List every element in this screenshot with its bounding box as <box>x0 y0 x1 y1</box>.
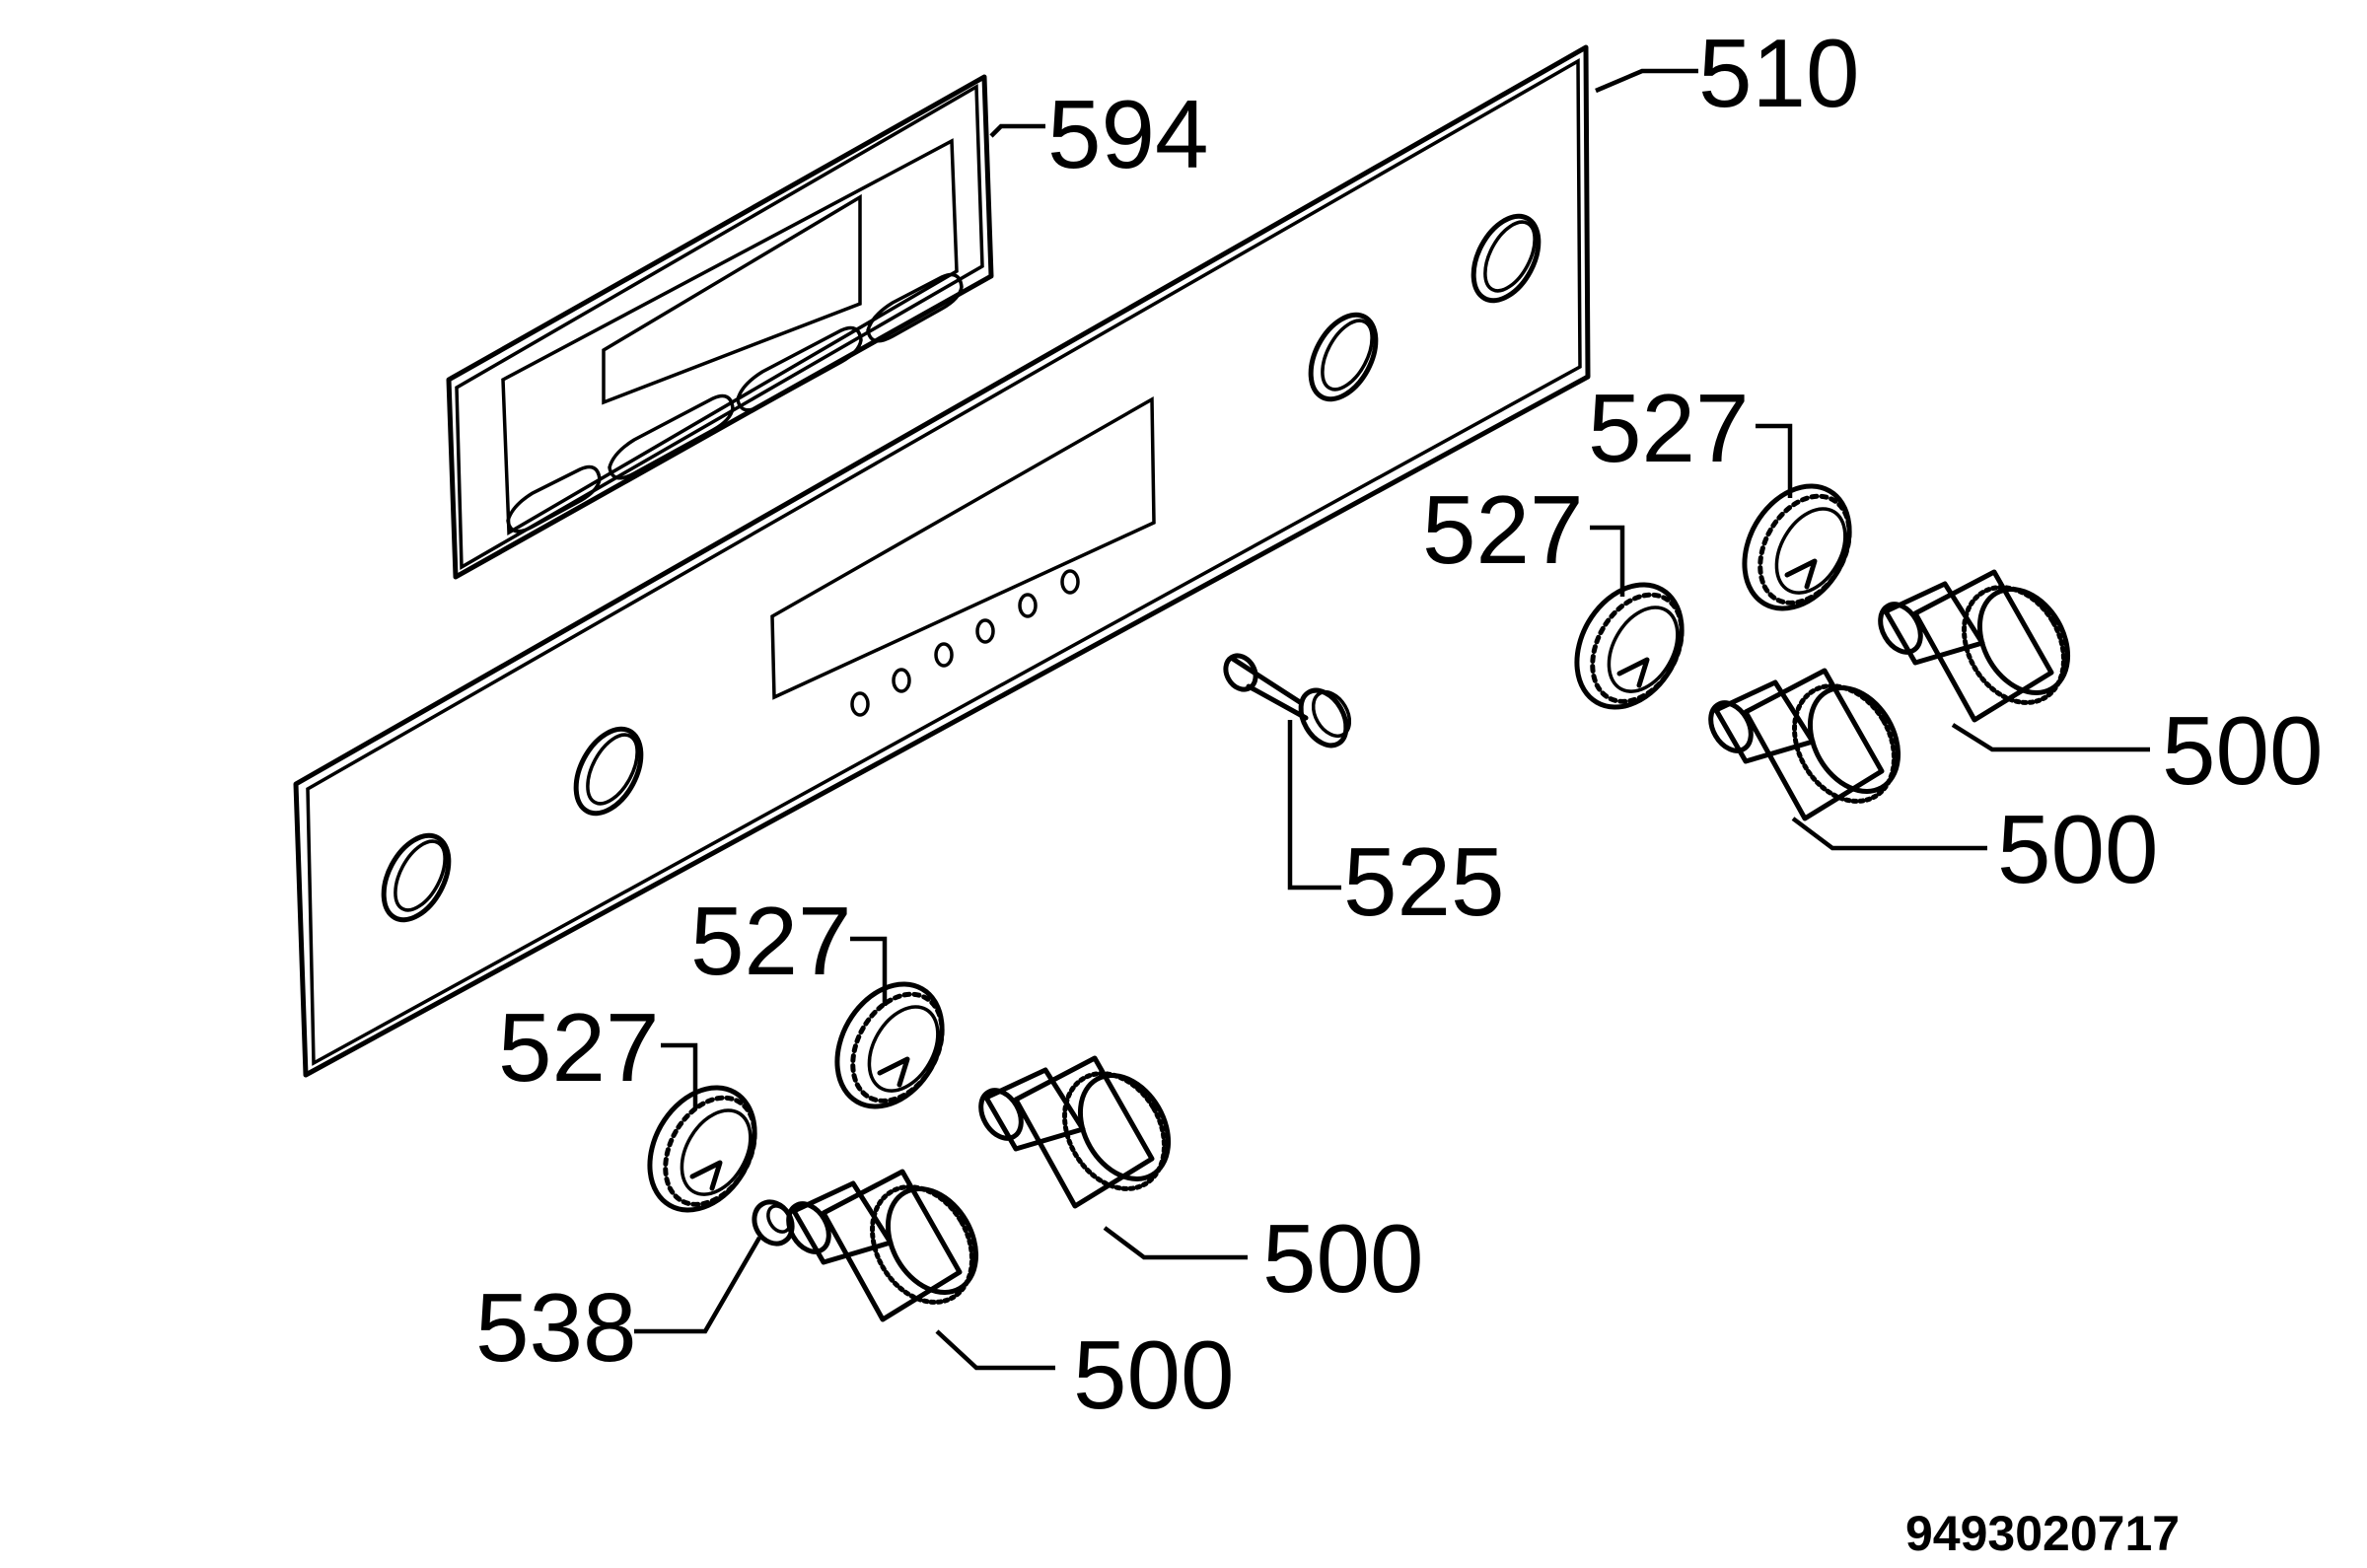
knob-hole <box>381 832 452 923</box>
control-knob-500 <box>1878 569 2071 723</box>
label-525: 525 <box>1343 827 1505 936</box>
spacer-538 <box>752 1199 795 1247</box>
knob-hole <box>1470 213 1542 304</box>
part-labels: 510 594 527 527 525 527 527 538 500 500 … <box>475 19 2324 1561</box>
knob-ring-527 <box>647 1085 757 1213</box>
knob-ring-527 <box>834 981 945 1109</box>
label-500: 500 <box>1262 1204 1424 1313</box>
label-500: 500 <box>1997 795 2159 903</box>
control-panel-510 <box>293 44 1591 1078</box>
leader-lines <box>634 68 2150 1371</box>
label-527: 527 <box>690 887 852 995</box>
knob-hole <box>573 726 644 817</box>
control-knob-500 <box>978 1055 1172 1209</box>
control-knob-500 <box>1708 668 1901 821</box>
button-holes <box>850 569 1080 717</box>
document-number: 9493020717 <box>1905 1506 2180 1561</box>
label-527: 527 <box>1422 475 1584 584</box>
knob-ring-527 <box>1574 582 1685 710</box>
knob-ring-527 <box>1742 483 1852 611</box>
control-knob-500 <box>786 1169 979 1322</box>
label-527: 527 <box>1588 374 1750 482</box>
spindle-525 <box>1223 653 1352 748</box>
label-594: 594 <box>1047 80 1209 188</box>
knob-hole <box>1308 312 1379 402</box>
display-panel-594 <box>446 74 994 580</box>
label-527: 527 <box>498 993 660 1102</box>
label-510: 510 <box>1698 19 1860 127</box>
label-500: 500 <box>1073 1320 1235 1429</box>
label-500: 500 <box>2162 696 2324 805</box>
label-538: 538 <box>475 1273 637 1382</box>
